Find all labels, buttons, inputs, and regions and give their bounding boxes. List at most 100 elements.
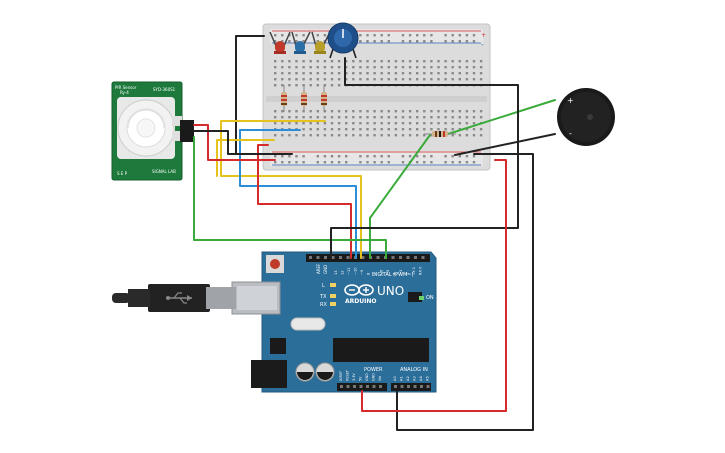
breadboard-rail-hole	[465, 34, 469, 37]
breadboard-hole	[437, 78, 440, 81]
breadboard-rail-hole	[451, 155, 454, 158]
breadboard-hole	[437, 66, 440, 69]
breadboard-hole	[309, 78, 312, 81]
breadboard-rail-hole	[302, 155, 305, 158]
breadboard-hole	[394, 116, 398, 119]
breadboard-hole	[352, 78, 355, 81]
breadboard-hole	[316, 134, 319, 137]
reset-button[interactable]	[270, 259, 280, 269]
breadboard-hole	[309, 116, 312, 119]
breadboard-hole	[401, 122, 405, 125]
potentiometer[interactable]	[327, 22, 359, 59]
breadboard-hole	[359, 122, 362, 125]
breadboard-rail-hole	[316, 155, 319, 158]
breadboard-rail-hole	[373, 34, 376, 37]
header-pin	[346, 385, 350, 388]
breadboard-hole	[323, 134, 327, 137]
header-pin	[420, 385, 423, 388]
breadboard-hole	[451, 72, 454, 75]
breadboard-hole	[302, 128, 305, 131]
breadboard-hole	[288, 72, 291, 75]
digital-pin-label: ~11	[347, 267, 351, 275]
breadboard-hole	[316, 60, 319, 63]
breadboard-rail-hole	[387, 40, 390, 43]
breadboard-hole	[387, 72, 390, 75]
breadboard-rail-hole	[323, 34, 327, 37]
breadboard-rail-hole	[281, 155, 284, 158]
rx-label: RX	[320, 302, 327, 308]
breadboard-rail-hole	[423, 155, 426, 158]
breadboard-hole	[281, 122, 284, 125]
breadboard-hole	[437, 122, 440, 125]
breadboard-hole	[309, 72, 312, 75]
breadboard-hole	[416, 128, 419, 131]
breadboard-hole	[274, 122, 277, 125]
breadboard-rail-hole	[330, 155, 334, 158]
breadboard-rail-hole	[295, 40, 298, 43]
breadboard-hole	[337, 78, 341, 81]
breadboard-hole	[430, 72, 433, 75]
buzzer-plus-label: +	[567, 96, 574, 105]
breadboard-hole	[387, 116, 390, 119]
breadboard-hole	[323, 60, 327, 63]
breadboard-hole	[423, 66, 426, 69]
tx-label: TX	[319, 294, 327, 300]
breadboard-holes	[274, 34, 483, 164]
breadboard-hole	[472, 60, 476, 63]
breadboard-hole	[323, 110, 327, 113]
breadboard-hole	[352, 134, 355, 137]
breadboard-hole	[423, 60, 426, 63]
digital-pin-label: RX 0	[419, 266, 423, 275]
breadboard-hole	[444, 116, 447, 119]
breadboard-hole	[316, 128, 319, 131]
rx-led	[330, 302, 336, 306]
breadboard-hole	[295, 122, 298, 125]
breadboard-hole	[401, 78, 405, 81]
header-pin	[379, 385, 382, 388]
breadboard-hole	[302, 78, 305, 81]
breadboard-hole	[465, 134, 469, 137]
breadboard-hole	[408, 60, 412, 63]
breadboard-hole	[458, 60, 461, 63]
arduino-brand: ARDUINO	[345, 298, 376, 305]
breadboard-hole	[444, 128, 447, 131]
breadboard-hole	[302, 72, 305, 75]
breadboard-hole	[479, 60, 483, 63]
breadboard-rail-hole	[302, 161, 305, 164]
breadboard-hole	[408, 134, 412, 137]
breadboard-hole	[345, 122, 348, 125]
breadboard-hole	[345, 66, 348, 69]
on-label: ON	[426, 295, 434, 301]
breadboard-hole	[416, 110, 419, 113]
pir-model-label: SYD-360S1	[153, 87, 176, 92]
breadboard-rail-hole	[430, 155, 433, 158]
usb-icon	[166, 292, 192, 304]
breadboard-rail-hole	[472, 34, 476, 37]
breadboard-rail-hole	[288, 40, 291, 43]
resistor-2	[301, 85, 307, 112]
breadboard-rail-hole	[337, 155, 341, 158]
breadboard-rail-hole	[472, 155, 476, 158]
breadboard-hole	[479, 128, 483, 131]
breadboard-hole	[366, 78, 369, 81]
digital-pin-label: 4	[393, 272, 397, 275]
breadboard-hole	[479, 110, 483, 113]
breadboard-hole	[430, 116, 433, 119]
breadboard-hole	[458, 72, 461, 75]
breadboard-hole	[359, 110, 362, 113]
breadboard-rail-hole	[416, 40, 419, 43]
breadboard-hole	[444, 60, 447, 63]
breadboard-hole	[359, 72, 362, 75]
breadboard-hole	[408, 128, 412, 131]
breadboard-hole	[423, 72, 426, 75]
breadboard-rail-hole	[387, 161, 390, 164]
breadboard-hole	[281, 72, 284, 75]
breadboard-rail-hole	[458, 161, 461, 164]
header-pin	[376, 256, 380, 259]
breadboard-hole	[316, 72, 319, 75]
breadboard-rail-hole	[444, 161, 447, 164]
breadboard-hole	[316, 122, 319, 125]
breadboard-rail-hole	[359, 34, 362, 37]
breadboard-hole	[274, 116, 277, 119]
breadboard-hole	[359, 78, 362, 81]
